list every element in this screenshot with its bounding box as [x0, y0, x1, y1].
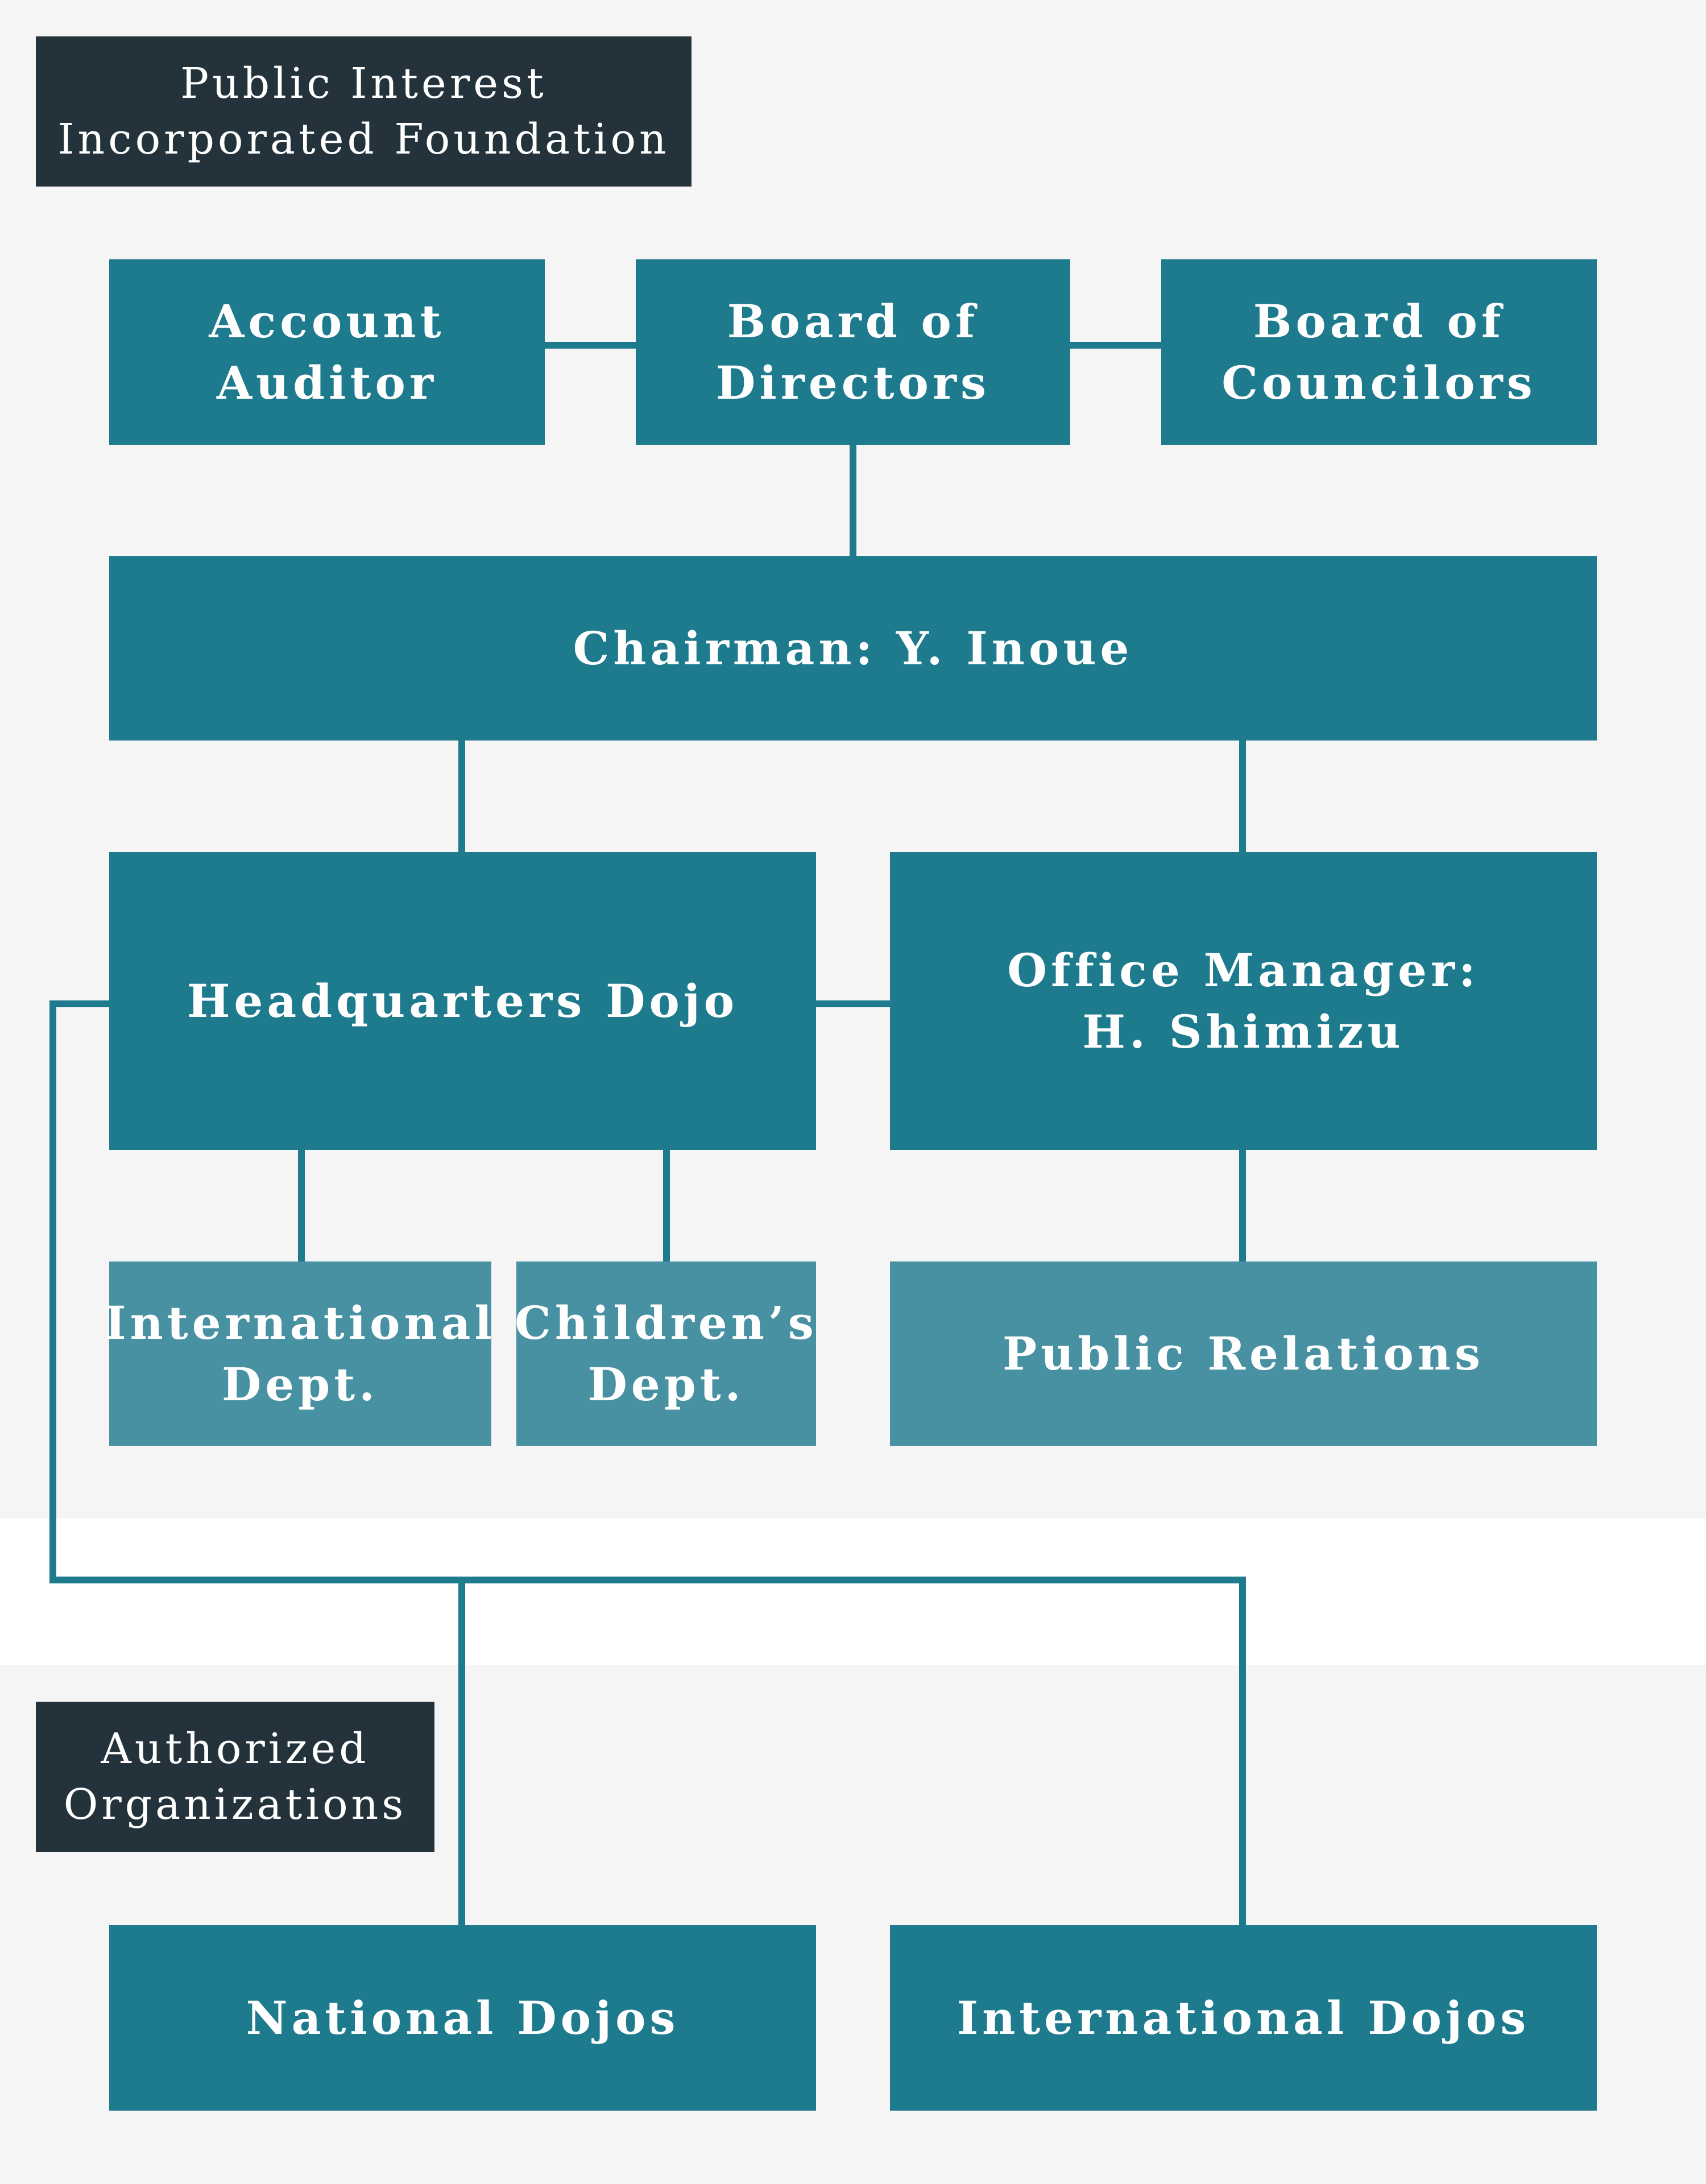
international-dept-box: International Dept.: [105, 1261, 492, 1446]
board-of-directors-box: Board of Directors: [636, 259, 1070, 445]
childrens-dept-box: Children’s Dept.: [515, 1261, 816, 1446]
account-auditor-box: Account Auditor: [109, 259, 545, 445]
authorized-organizations-label: Authorized Organizations: [36, 1702, 434, 1852]
foundation-section-label: Public Interest Incorporated Foundation: [36, 36, 691, 187]
office-manager-box: Office Manager: H. Shimizu: [890, 852, 1597, 1150]
international-dojos-box: International Dojos: [890, 1925, 1597, 2111]
board-of-councilors-box: Board of Councilors: [1161, 259, 1597, 445]
chairman-box: Chairman: Y. Inoue: [109, 556, 1597, 741]
connector-headquarters-authorized-orgs: [49, 1000, 1246, 1925]
headquarters-dojo-box: Headquarters Dojo: [109, 852, 816, 1150]
national-dojos-box: National Dojos: [109, 1925, 816, 2111]
public-relations-box: Public Relations: [890, 1261, 1597, 1446]
